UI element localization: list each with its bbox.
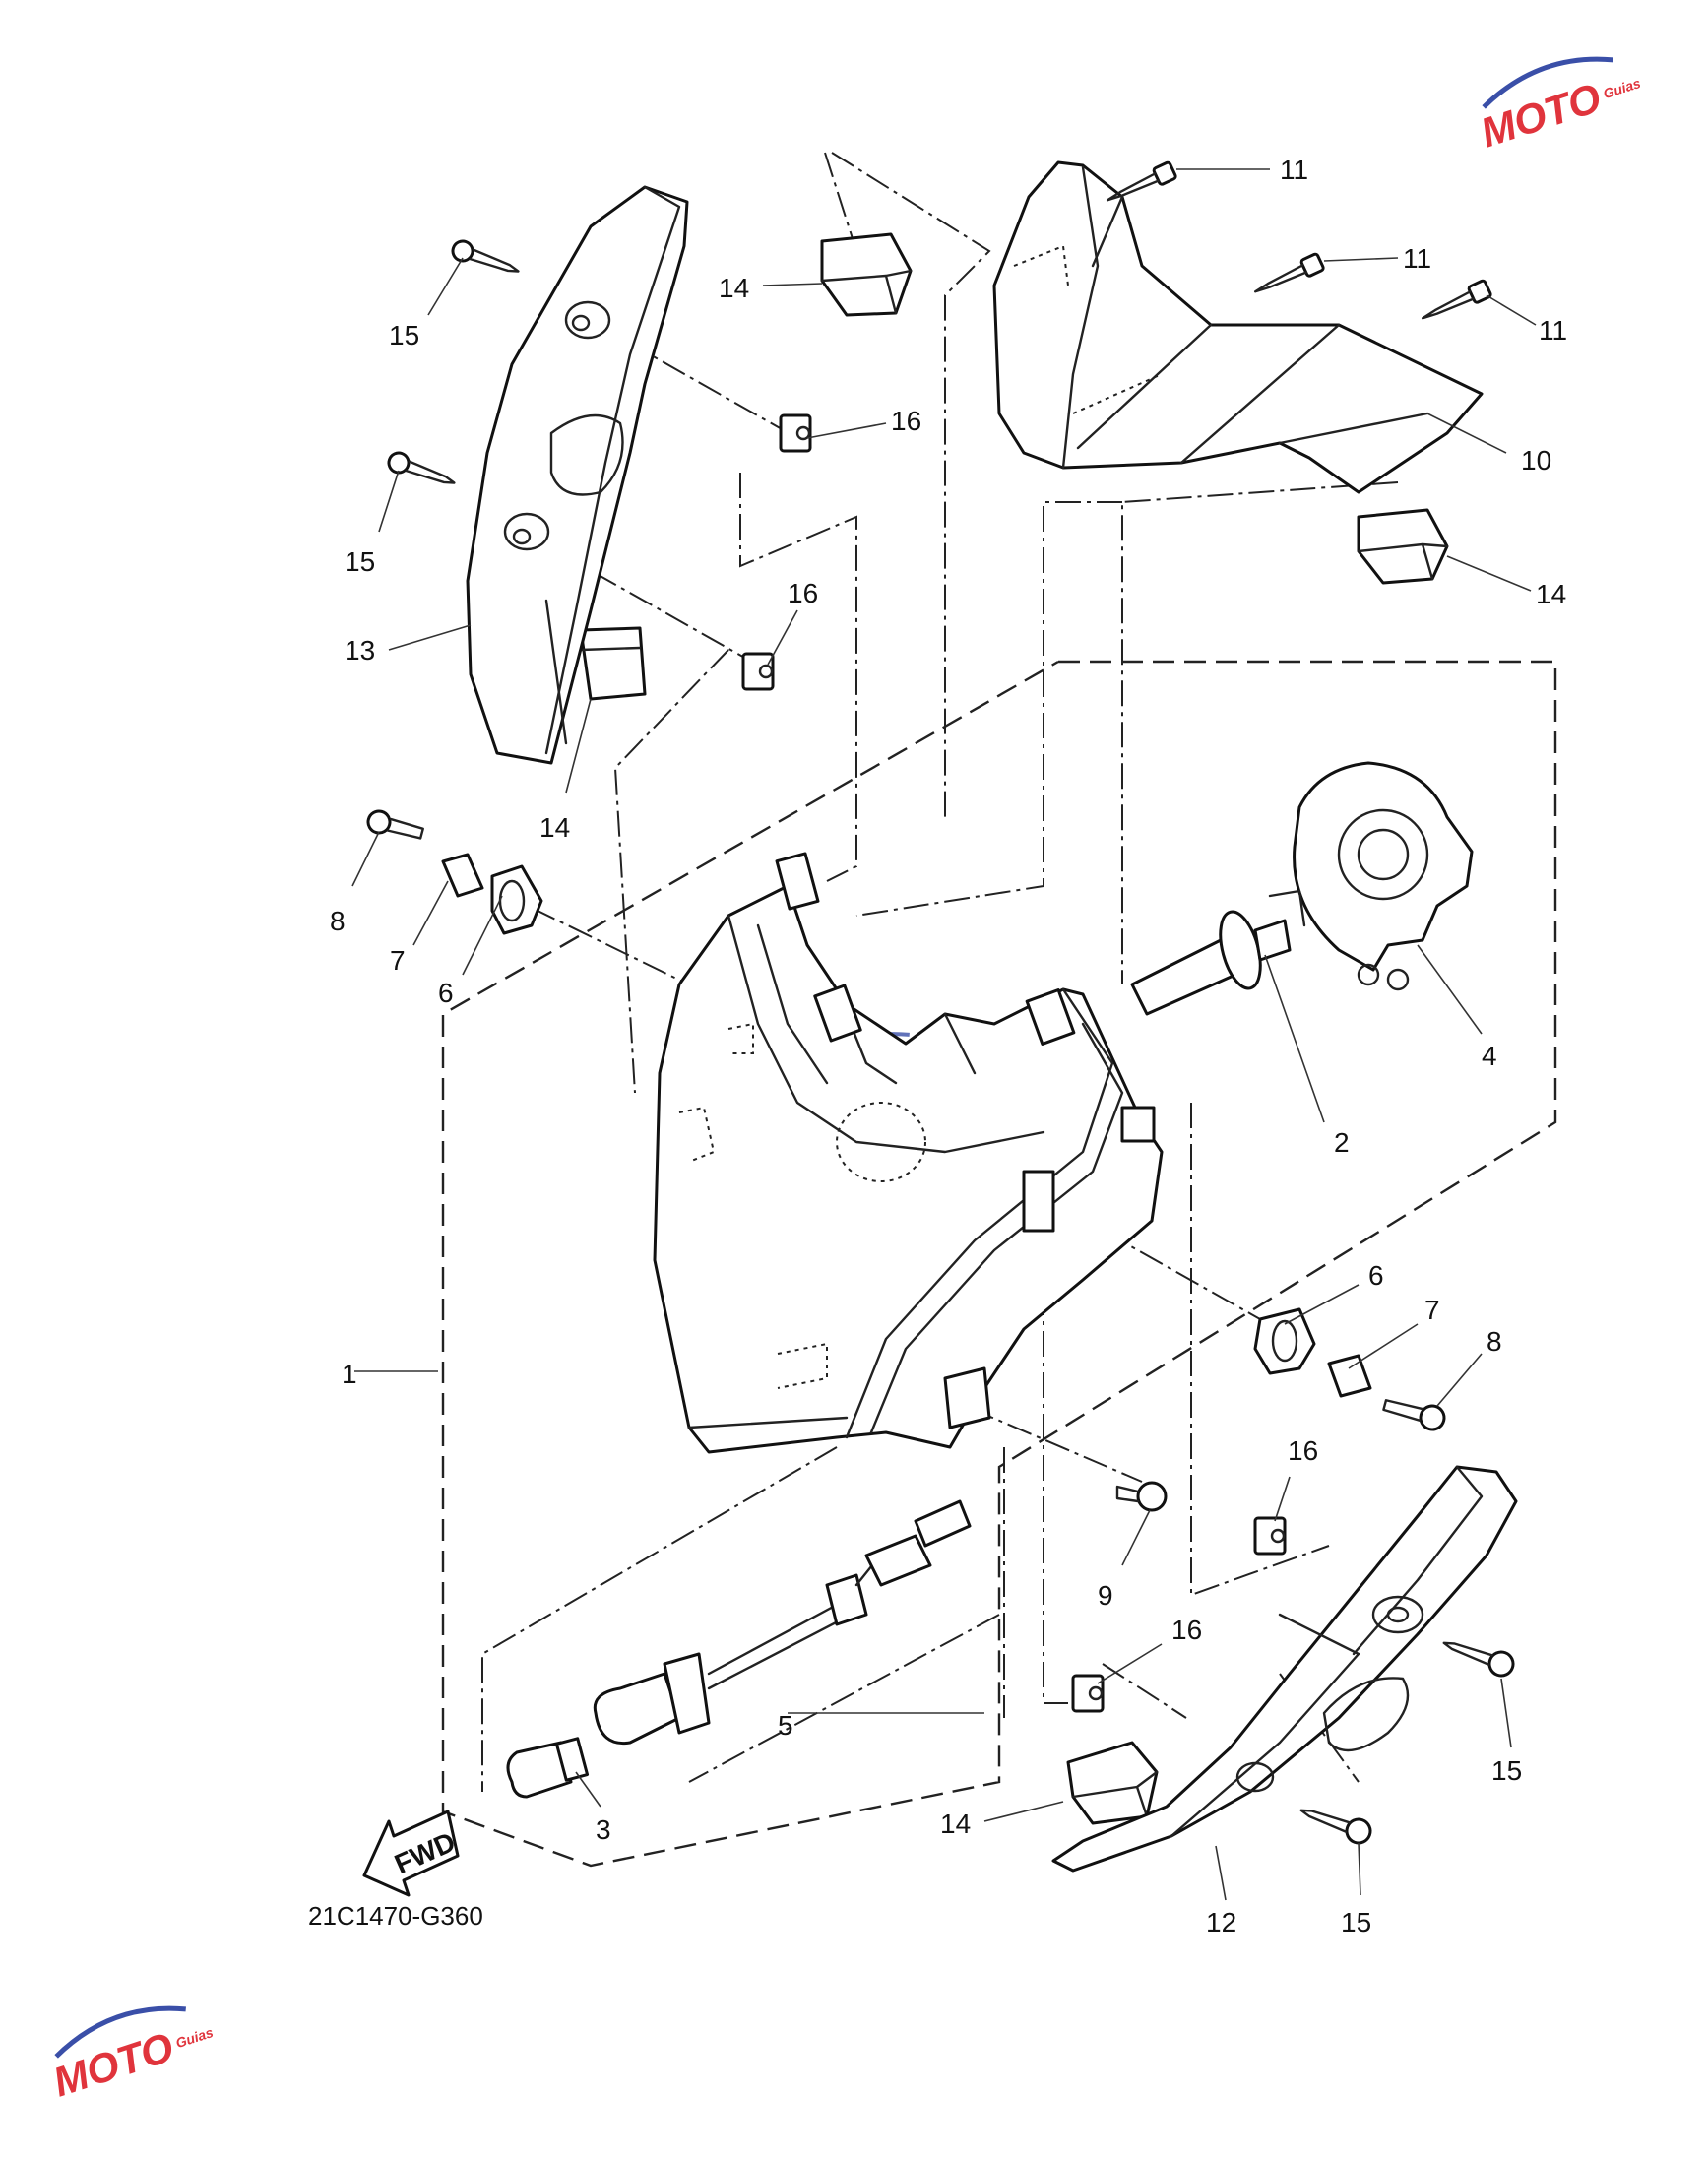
part-10-upper-cowl <box>992 160 1484 494</box>
callout-14a: 14 <box>719 273 749 303</box>
part-15-bolts-left <box>387 239 520 484</box>
callout-14d: 14 <box>940 1809 971 1839</box>
part-6-grommet-left <box>490 864 543 935</box>
part-11-screws <box>1106 160 1492 320</box>
callout-5: 5 <box>778 1710 793 1741</box>
watermark-logo-top: MOTO Guias <box>1475 56 1643 157</box>
part-7-collar-left <box>441 853 484 898</box>
part-7-collar-right <box>1327 1354 1372 1398</box>
callout-16d: 16 <box>1171 1615 1202 1645</box>
svg-text:Guias: Guias <box>1602 75 1643 101</box>
part-15-bolts-right <box>1299 1641 1515 1845</box>
callout-3: 3 <box>596 1814 611 1845</box>
diagram-code: 21C1470-G360 <box>308 1901 483 1931</box>
part-3-position-bulb <box>506 1737 590 1799</box>
part-14-damper-lower <box>1066 1741 1159 1825</box>
callout-4: 4 <box>1482 1041 1497 1071</box>
callout-16a: 16 <box>891 406 921 436</box>
callout-labels: 1 2 3 4 5 6 6 7 7 8 8 9 10 11 11 11 12 1… <box>330 155 1567 1937</box>
callout-9: 9 <box>1098 1580 1113 1611</box>
part-8-bolt-right <box>1382 1399 1446 1431</box>
part-4-socket-cover <box>1293 761 1474 991</box>
leader-lines <box>351 168 1537 1901</box>
callout-15d: 15 <box>1341 1907 1371 1937</box>
part-13-left-side-cover <box>466 185 689 765</box>
callout-7b: 7 <box>1424 1295 1440 1325</box>
part-6-grommet-right <box>1253 1307 1316 1375</box>
callout-16c: 16 <box>1288 1435 1318 1466</box>
svg-text:MOTO: MOTO <box>47 2023 179 2105</box>
callout-11a: 11 <box>1280 155 1308 185</box>
callout-1: 1 <box>342 1359 357 1389</box>
watermark-logo-bottom: MOTO Guias <box>47 2005 216 2106</box>
callout-6b: 6 <box>1368 1260 1384 1291</box>
callout-11c: 11 <box>1539 315 1567 346</box>
callout-15c: 15 <box>1491 1755 1522 1786</box>
callout-15a: 15 <box>389 320 419 350</box>
svg-text:MOTO: MOTO <box>1475 74 1607 156</box>
part-5-socket-cord <box>593 1499 972 1746</box>
callout-12: 12 <box>1206 1907 1236 1937</box>
callout-15b: 15 <box>345 546 375 577</box>
callout-10: 10 <box>1521 445 1551 476</box>
assembly-boundary <box>441 660 1557 1868</box>
svg-text:Guias: Guias <box>174 2024 216 2051</box>
part-16-clip-nuts <box>741 413 1287 1713</box>
callout-7a: 7 <box>390 945 406 976</box>
part-2-headlight-bulb <box>1130 889 1306 1016</box>
callout-13: 13 <box>345 635 375 666</box>
callout-11b: 11 <box>1403 243 1431 274</box>
callout-2: 2 <box>1334 1127 1350 1158</box>
callout-14c: 14 <box>539 812 570 843</box>
headlight-housing <box>653 852 1164 1454</box>
part-9-rivet <box>1115 1481 1168 1512</box>
part-8-bolt-left <box>366 809 424 840</box>
callout-14b: 14 <box>1536 579 1566 609</box>
callout-16b: 16 <box>788 578 818 608</box>
part-14-damper-left <box>579 626 647 701</box>
part-14-damper-upper <box>820 232 913 317</box>
fwd-arrow-icon: FWD <box>362 1810 460 1897</box>
part-14-damper-right <box>1357 508 1449 585</box>
callout-8b: 8 <box>1487 1326 1502 1357</box>
part-12-right-side-cover <box>1051 1465 1518 1873</box>
callout-8a: 8 <box>330 906 346 936</box>
callout-6a: 6 <box>438 978 454 1008</box>
